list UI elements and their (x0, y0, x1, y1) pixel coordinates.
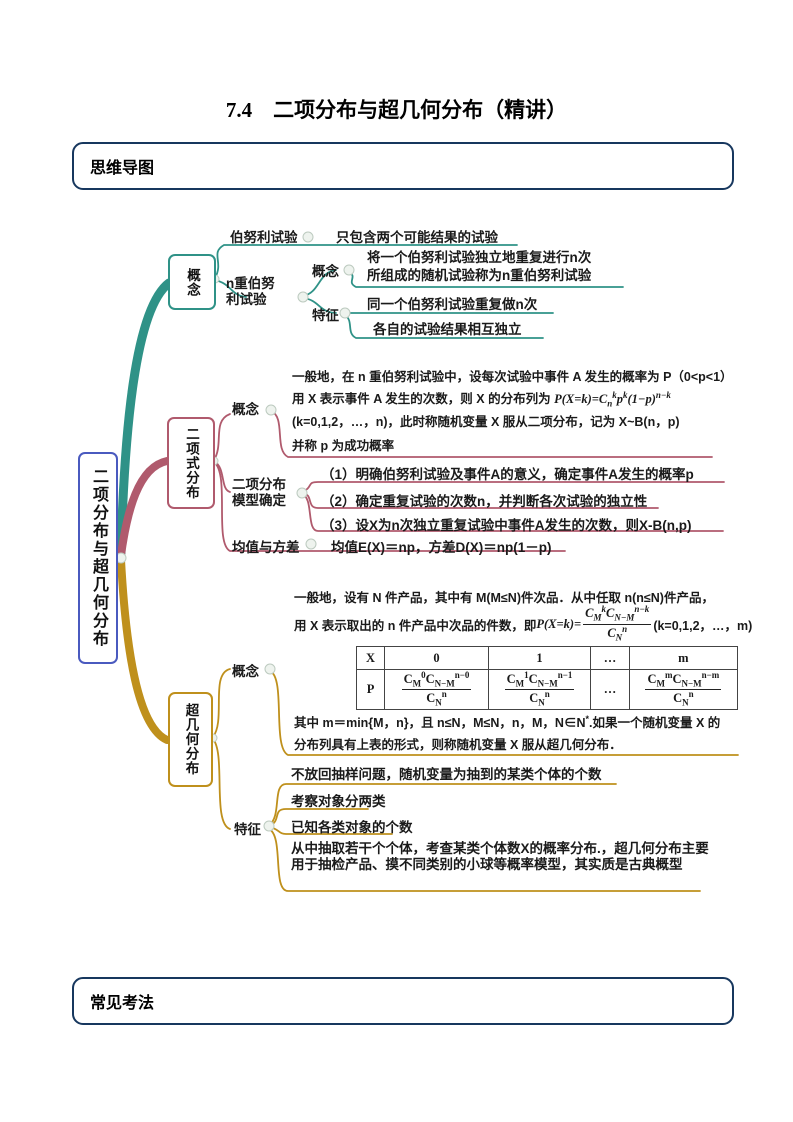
mindmap-section-box: 思维导图 (72, 142, 734, 190)
collapse-icon (297, 291, 309, 303)
collapse-icon (305, 538, 317, 550)
binomial-model-item-3: （3）设X为n次独立重复试验中事件A发生的次数，则X-B(n,p) (321, 518, 692, 533)
table-cell-ellipsis: … (590, 668, 630, 711)
n-bernoulli-feature-1: 同一个伯努利试验重复做n次 (367, 297, 538, 312)
hyper-branch-node: 超几何分布 (168, 692, 213, 787)
binomial-mean-text: 均值E(X)＝np，方差D(X)＝np(1－p) (331, 540, 552, 555)
n-bernoulli-label: n重伯努利试验 (226, 276, 275, 307)
table-header-X: X (355, 646, 386, 670)
methods-section-label: 常见考法 (90, 995, 155, 1012)
n-bernoulli-concept-text: 将一个伯努利试验独立地重复进行n次所组成的随机试验称为n重伯努利试验 (367, 250, 592, 283)
hyper-feature-4: 从中抽取若干个个体，考查某类个体数X的概率分布.，超几何分布主要用于抽检产品、摸… (291, 841, 709, 872)
binomial-concept-line4: 并称 p 为成功概率 (292, 439, 395, 453)
binomial-branch-label: 二项式分布 (184, 426, 199, 500)
bernoulli-label: 伯努利试验 (230, 230, 298, 245)
page-title: 7.4 二项分布与超几何分布（精讲） (225, 98, 568, 122)
n-bernoulli-concept-label: 概念 (312, 264, 339, 279)
binomial-concept-label: 概念 (232, 402, 259, 417)
hyper-concept-line3: 其中 m＝min{M，n}，且 n≤N，M≤N，n，M，N∈N*.如果一个随机变… (294, 713, 721, 730)
n-bernoulli-feature-2: 各自的试验结果相互独立 (373, 322, 522, 337)
mindmap-section-label: 思维导图 (90, 160, 155, 177)
binomial-model-item-1: （1）明确伯努利试验及事件A的意义，确定事件A发生的概率p (321, 467, 694, 482)
binomial-concept-line3: (k=0,1,2，…，n)，此时称随机变量 X 服从二项分布，记为 X~B(n，… (292, 415, 680, 429)
binomial-model-item-2: （2）确定重复试验的次数n，并判断各次试验的独立性 (321, 494, 648, 509)
hyper-feature-label: 特征 (234, 822, 261, 837)
table-header-0: 0 (384, 646, 489, 670)
root-node: 二项分布与超几何分布 (78, 452, 118, 664)
root-ribbons (116, 278, 174, 744)
bernoulli-definition: 只包含两个可能结果的试验 (336, 230, 498, 245)
table-header-m: m (628, 646, 739, 670)
hyper-concept-label: 概念 (232, 664, 259, 679)
binomial-branch-node: 二项式分布 (167, 417, 215, 509)
concept-branch-node: 概念 (168, 254, 216, 310)
collapse-icon (339, 307, 351, 319)
collapse-icon (343, 264, 355, 276)
table-header-ellipsis: … (590, 646, 630, 670)
hyper-concept-line2: 用 X 表示取出的 n 件产品中次品的件数，即 P(X=k)=CMkCN−Mn−… (294, 604, 753, 643)
hyper-branch-label: 超几何分布 (183, 703, 199, 776)
concept-branch-label: 概念 (185, 267, 200, 297)
collapse-icon (296, 487, 308, 499)
table-p-label: P (355, 668, 386, 711)
binomial-mean-label: 均值与方差 (232, 540, 300, 555)
n-bernoulli-feature-label: 特征 (312, 308, 339, 323)
hyper-feature-2: 考察对象分两类 (291, 794, 386, 809)
hyper-concept-line4: 分布列具有上表的形式，则称随机变量 X 服从超几何分布． (294, 738, 622, 752)
binomial-concept-line2: 用 X 表示事件 A 发生的次数，则 X 的分布列为 P(X=k)=Cnkpk(… (292, 389, 671, 409)
hyper-concept-line1: 一般地，设有 N 件产品，其中有 M(M≤N)件次品．从中任取 n(n≤N)件产… (294, 591, 714, 605)
binomial-model-label: 二项分布模型确定 (232, 477, 286, 508)
binomial-concept-line1: 一般地，在 n 重伯努利试验中，设每次试验中事件 A 发生的概率为 P（0<p<… (292, 370, 733, 384)
table-header-1: 1 (487, 646, 592, 670)
collapse-icon (263, 820, 275, 832)
collapse-icon (302, 231, 314, 243)
root-node-label: 二项分布与超几何分布 (90, 468, 107, 648)
collapse-icon (264, 663, 276, 675)
collapse-icon (265, 404, 277, 416)
hyper-feature-1: 不放回抽样问题，随机变量为抽到的某类个体的个数 (291, 767, 602, 782)
hyper-feature-3: 已知各类对象的个数 (291, 820, 413, 835)
methods-section-box: 常见考法 (72, 977, 734, 1025)
